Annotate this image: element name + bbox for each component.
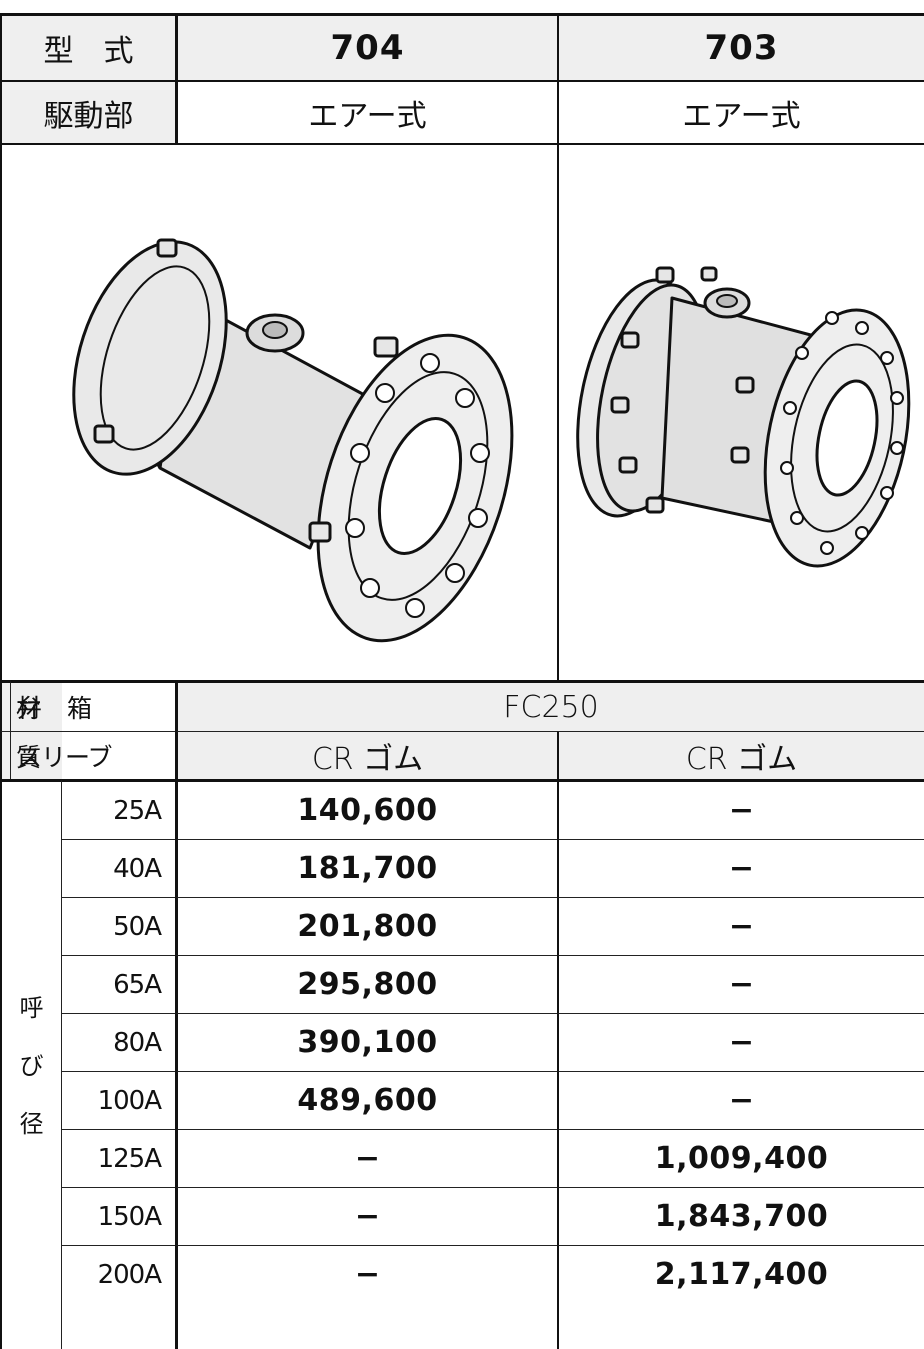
valve-703-illustration <box>557 143 924 680</box>
table-row-size: 80A <box>62 1013 175 1071</box>
nominal-label-3: 径 <box>19 1109 44 1138</box>
body-material-value: FC250 <box>175 680 924 731</box>
price-703: 1,843,700 <box>557 1187 924 1245</box>
price-704: − <box>175 1187 557 1245</box>
table-row-size: 25A <box>62 779 175 839</box>
sleeve-703: CR ゴム <box>557 731 924 779</box>
drive-704: エアー式 <box>175 80 557 143</box>
price-703: − <box>557 955 924 1013</box>
pinch-valve-704-icon <box>71 238 513 642</box>
price-704: 140,600 <box>175 779 557 839</box>
drive-label: 駆動部 <box>0 80 175 143</box>
table-row-size: 40A <box>62 839 175 897</box>
pinch-valve-703-icon <box>575 266 910 567</box>
valve-704-illustration <box>0 143 557 680</box>
type-label: 型 式 <box>0 13 175 80</box>
price-704: 201,800 <box>175 897 557 955</box>
table-row-size: 125A <box>62 1129 175 1187</box>
price-704: 390,100 <box>175 1013 557 1071</box>
table-row-size: 200A <box>62 1245 175 1303</box>
filler-cell <box>62 1303 175 1349</box>
price-703: 2,117,400 <box>557 1245 924 1303</box>
drive-703: エアー式 <box>557 80 924 143</box>
table-row-size: 50A <box>62 897 175 955</box>
price-704: 181,700 <box>175 839 557 897</box>
table-row-size: 100A <box>62 1071 175 1129</box>
nominal-diameter-label: 呼 び 径 <box>0 779 62 1349</box>
table-row-size: 150A <box>62 1187 175 1245</box>
filler-cell <box>175 1303 557 1349</box>
price-704: 489,600 <box>175 1071 557 1129</box>
price-704: − <box>175 1129 557 1187</box>
price-703: − <box>557 897 924 955</box>
filler-cell <box>557 1303 924 1349</box>
model-703-header: 703 <box>557 13 924 80</box>
price-703: − <box>557 1013 924 1071</box>
price-704: − <box>175 1245 557 1303</box>
price-703: − <box>557 839 924 897</box>
sleeve-704: CR ゴム <box>175 731 557 779</box>
body-label: 弁 箱 <box>10 680 175 731</box>
model-704-header: 704 <box>175 13 557 80</box>
table-row-size: 65A <box>62 955 175 1013</box>
price-703: 1,009,400 <box>557 1129 924 1187</box>
price-703: − <box>557 779 924 839</box>
nominal-label-2: び <box>19 1051 44 1080</box>
nominal-label-1: 呼 <box>19 993 44 1022</box>
sleeve-label: スリーブ <box>10 731 175 779</box>
price-703: − <box>557 1071 924 1129</box>
top-margin <box>0 0 924 13</box>
price-704: 295,800 <box>175 955 557 1013</box>
